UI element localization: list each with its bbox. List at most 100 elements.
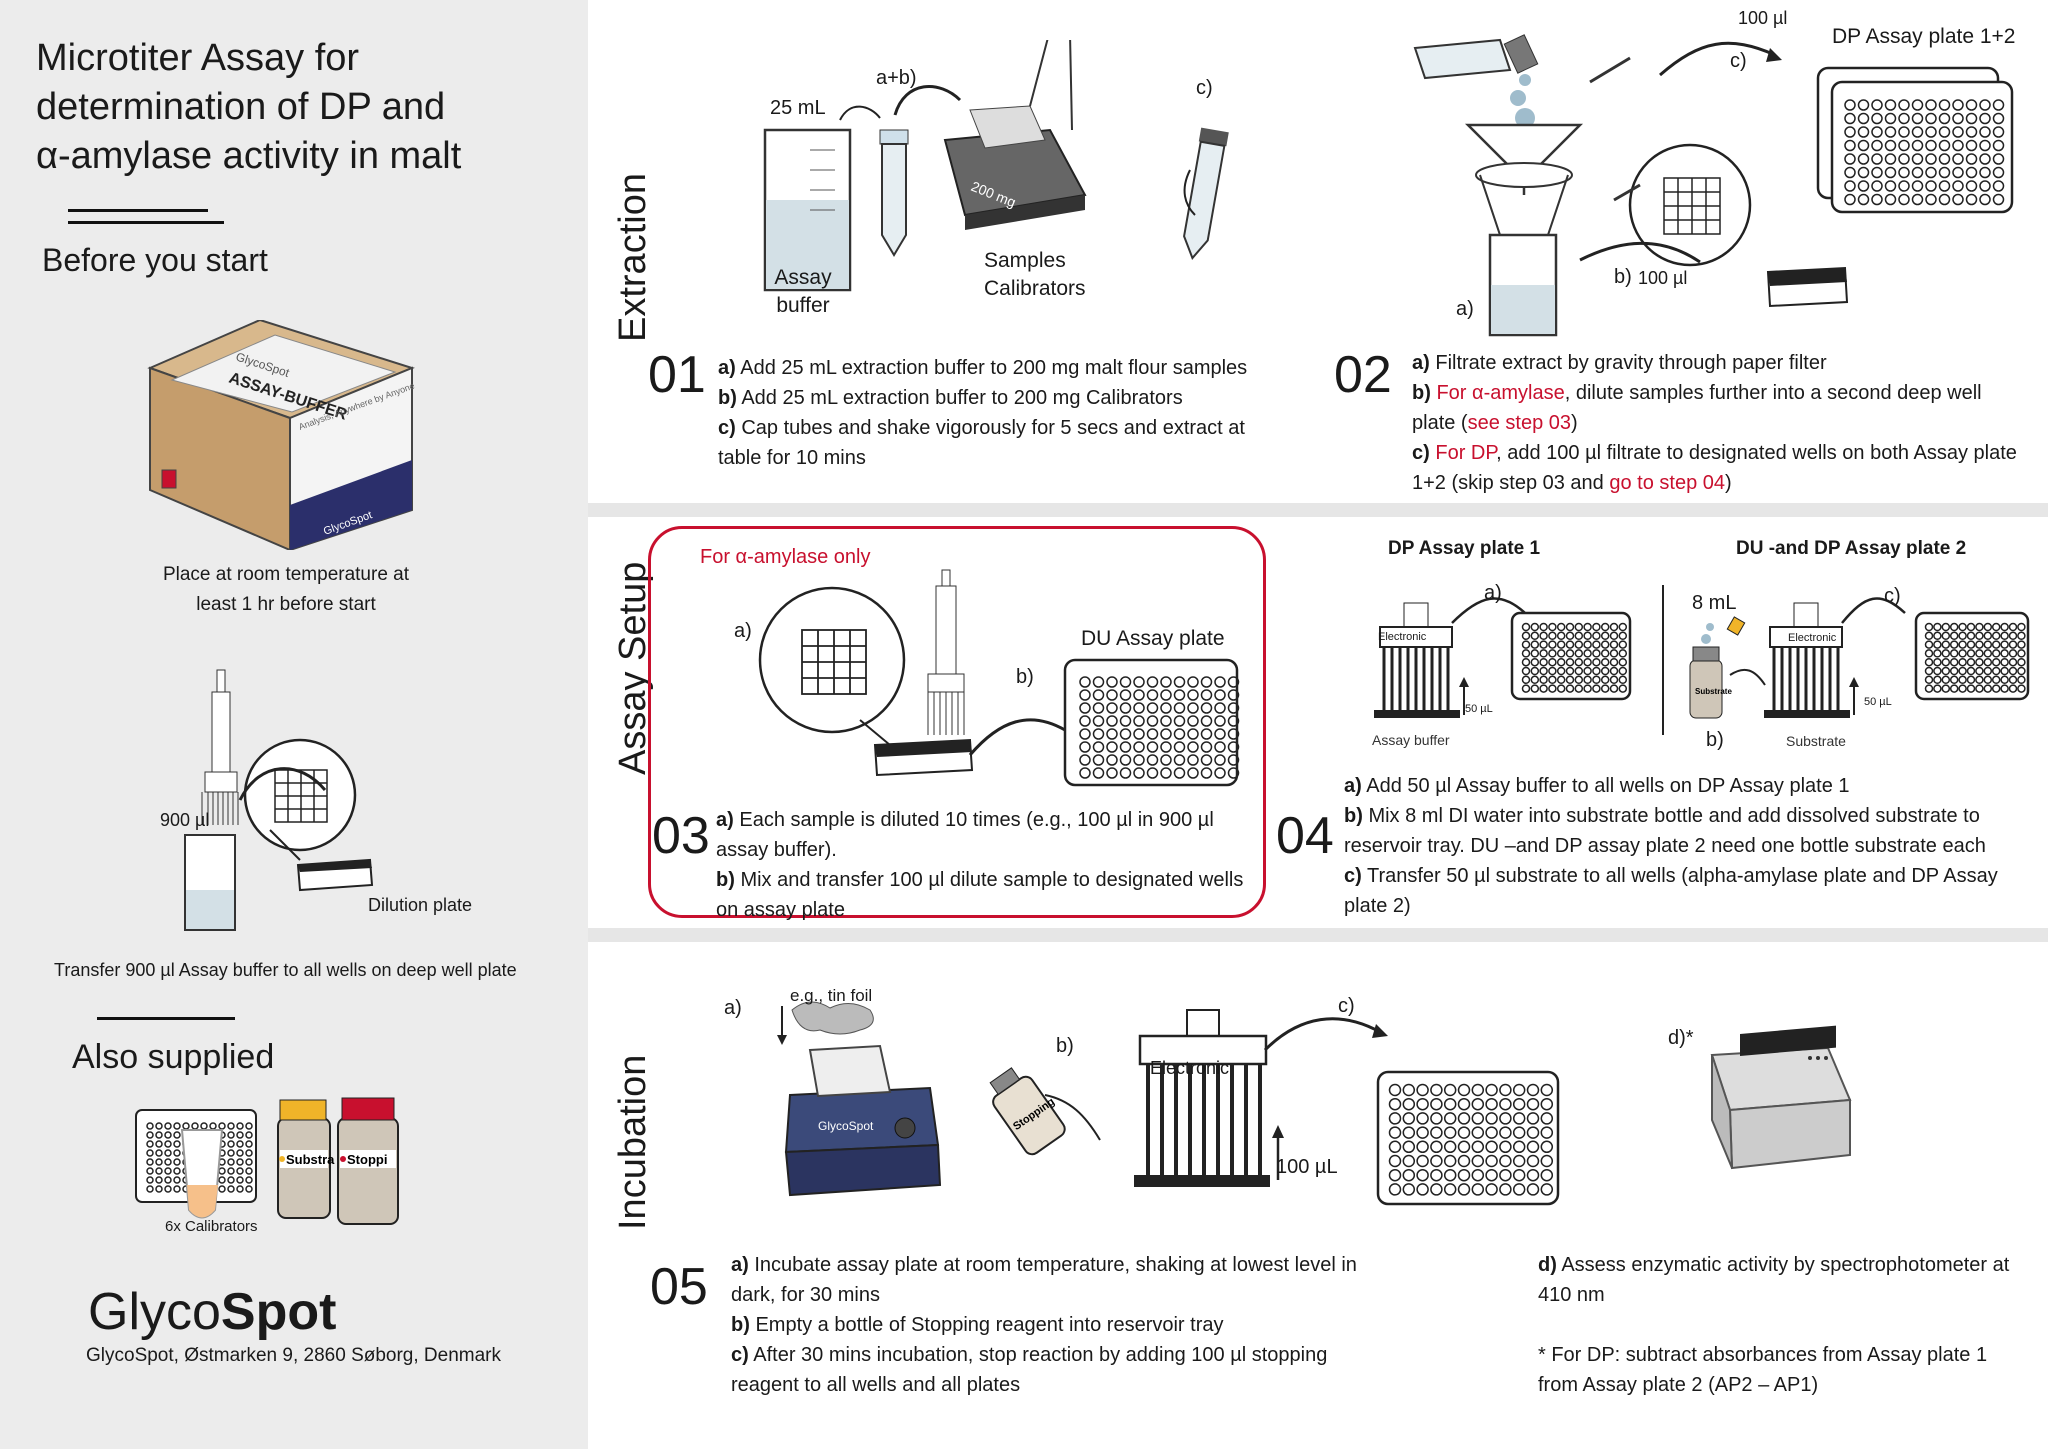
plate-well xyxy=(1952,153,1964,165)
plate-well xyxy=(1187,728,1199,740)
plate-well xyxy=(1526,1112,1540,1125)
plate-well xyxy=(1471,1154,1485,1168)
step05-a: a) Incubate assay plate at room temperat… xyxy=(731,1254,1357,1306)
plate-well xyxy=(1540,1183,1554,1196)
plate-well xyxy=(1499,1112,1512,1125)
plate-well xyxy=(1884,180,1897,192)
plate-well xyxy=(2008,675,2018,685)
plate-well xyxy=(1227,676,1240,688)
plate-well xyxy=(1941,622,1951,632)
plate-well xyxy=(1898,193,1910,206)
plate-well xyxy=(1214,767,1226,779)
plate-well xyxy=(1952,139,1964,152)
plate-well xyxy=(155,1176,163,1184)
plate-well xyxy=(1992,153,2005,165)
plate-well xyxy=(1187,715,1199,727)
plate-well xyxy=(1958,675,1967,685)
plate-well xyxy=(1600,675,1610,685)
b3-label: b) xyxy=(1016,666,1034,688)
c-label: c) xyxy=(1196,77,1213,99)
plate-well xyxy=(1526,1168,1540,1182)
plate-well xyxy=(1443,1083,1457,1097)
plate-well xyxy=(1430,1097,1443,1111)
plate-well xyxy=(1540,1126,1554,1139)
plate-well xyxy=(1911,180,1924,192)
plate-well xyxy=(1979,166,1991,179)
plate-well xyxy=(218,1176,226,1184)
vol-900-label: 900 µl xyxy=(160,810,210,830)
plate-well xyxy=(1938,99,1951,111)
plate-well xyxy=(1924,684,1934,693)
plate-well xyxy=(1938,180,1951,192)
b5-label: b) xyxy=(1056,1035,1074,1057)
plate-well xyxy=(1214,676,1226,688)
plate-well xyxy=(1499,1183,1512,1196)
plate-well xyxy=(1227,715,1240,727)
dilution-plate-label: Dilution plate xyxy=(368,895,473,915)
plate-well xyxy=(227,1158,235,1166)
plate-well xyxy=(1949,666,1959,676)
vol-25-label: 25 mL xyxy=(770,97,826,119)
plate-well xyxy=(1443,1154,1457,1168)
plate-well xyxy=(1079,728,1091,740)
plate-well xyxy=(236,1131,244,1139)
substrate-caption: Substrate xyxy=(1786,733,1846,749)
plate-well xyxy=(1526,1097,1540,1111)
plate-well xyxy=(1092,689,1105,701)
plate-well xyxy=(2017,675,2026,685)
extraction-illustration: 200 mg xyxy=(763,40,1229,292)
plate-well xyxy=(1512,1140,1526,1154)
plate-well xyxy=(2000,675,2009,685)
plate-well xyxy=(1160,676,1172,688)
plate-well xyxy=(2017,657,2026,667)
plate-well xyxy=(1592,631,1601,641)
plate-well xyxy=(1106,728,1118,740)
plate-well xyxy=(1499,1154,1512,1168)
plate-well xyxy=(1092,676,1105,688)
plate-well xyxy=(1857,180,1870,192)
plate-well xyxy=(1992,99,2005,111)
plate-well xyxy=(1857,193,1870,206)
plate-well xyxy=(1146,715,1159,727)
plate-well xyxy=(1079,715,1091,727)
plate-well xyxy=(1952,99,1964,111)
plate-setup-illustration: Substrate xyxy=(1374,585,2030,735)
plate-well xyxy=(1133,715,1145,727)
also-supplied-heading: Also supplied xyxy=(72,1038,275,1076)
plate-well xyxy=(1457,1126,1471,1139)
section-label-incubation: Incubation xyxy=(612,1054,654,1230)
plate-well xyxy=(1402,1168,1416,1182)
plate-well xyxy=(1924,675,1934,685)
step-number: 05 xyxy=(650,1258,708,1316)
plate-well xyxy=(1992,166,2005,179)
step03-text: a) Each sample is diluted 10 times (e.g.… xyxy=(716,805,1256,925)
title-line: α-amylase activity in malt xyxy=(36,135,462,177)
plate-well xyxy=(1457,1097,1471,1111)
plate-well xyxy=(1106,702,1118,714)
plate-well xyxy=(1583,684,1592,693)
plate-well xyxy=(1416,1083,1429,1097)
plate-well xyxy=(1933,666,1942,676)
plate-well xyxy=(1949,657,1959,667)
plate-well xyxy=(1457,1154,1471,1168)
plate-well xyxy=(1871,112,1883,125)
plate-well xyxy=(236,1185,244,1193)
plate-well xyxy=(1592,622,1601,632)
plate-well xyxy=(1844,153,1856,165)
step05-c: c) After 30 mins incubation, stop reacti… xyxy=(731,1344,1328,1396)
plate-well xyxy=(1214,715,1226,727)
company-address: GlycoSpot, Østmarken 9, 2860 Søborg, Den… xyxy=(86,1345,502,1366)
plate-well xyxy=(1430,1140,1443,1154)
plate-well xyxy=(1512,1083,1526,1097)
plate-well xyxy=(1512,1154,1526,1168)
plate-well xyxy=(1173,689,1186,701)
step04-text: a) Add 50 µl Assay buffer to all wells o… xyxy=(1344,771,2034,921)
plate-well xyxy=(1512,1112,1526,1125)
plate-well xyxy=(1443,1168,1457,1182)
step04-a: a) Add 50 µl Assay buffer to all wells o… xyxy=(1344,775,1850,797)
plate-well xyxy=(1526,1083,1540,1097)
plate-well xyxy=(1857,126,1870,138)
plate-well xyxy=(1884,193,1897,206)
plate-well xyxy=(1844,166,1856,179)
plate-well xyxy=(1949,675,1959,685)
